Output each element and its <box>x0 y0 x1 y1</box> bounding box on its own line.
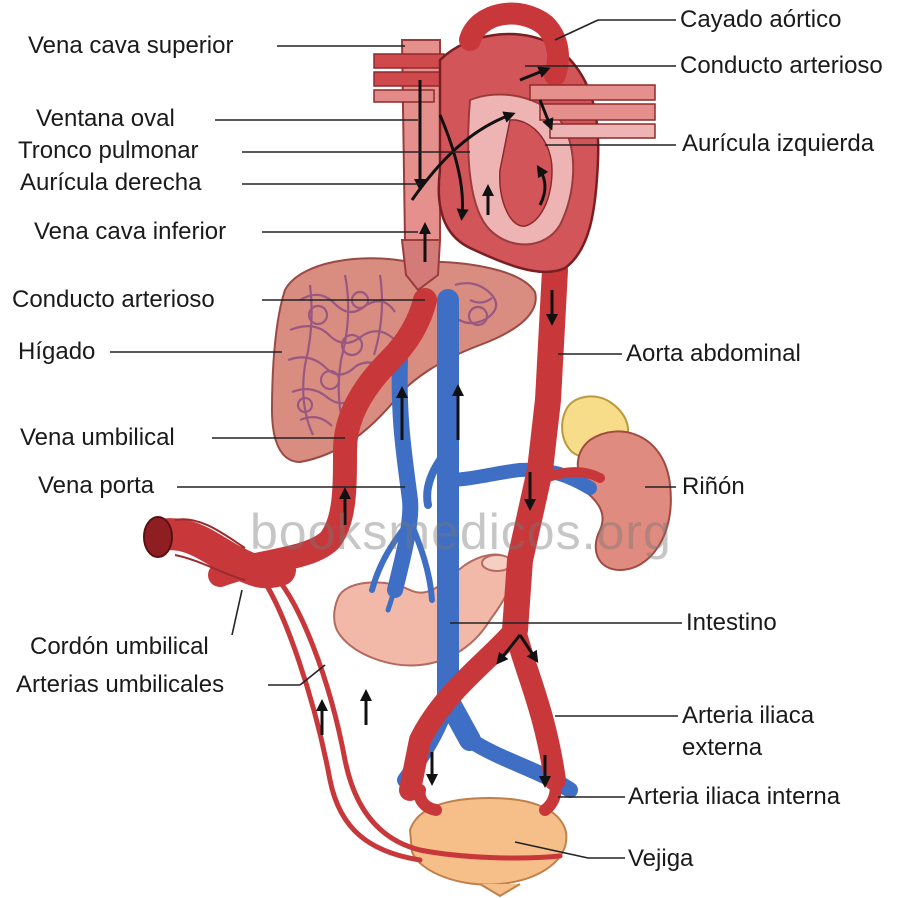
label-arterias-umbilicales: Arterias umbilicales <box>16 671 224 699</box>
label-tronco-pulmonar: Tronco pulmonar <box>18 137 199 165</box>
label-vena-umbilical: Vena umbilical <box>20 424 175 452</box>
label-cordon-umbilical: Cordón umbilical <box>30 633 209 661</box>
label-arteria-iliaca-externa-line1: Arteria iliaca <box>682 702 814 730</box>
label-conducto-arterioso-right: Conducto arterioso <box>680 52 883 80</box>
watermark: booksmedicos.org <box>250 503 672 561</box>
label-auricula-izquierda: Aurícula izquierda <box>682 130 874 158</box>
label-arteria-iliaca-externa-line2: externa <box>682 734 762 762</box>
label-vena-cava-superior: Vena cava superior <box>28 32 233 60</box>
pulmonary-vessels-left <box>374 54 444 102</box>
label-cayado-aortico: Cayado aórtico <box>680 6 841 34</box>
label-arteria-iliaca-interna: Arteria iliaca interna <box>628 783 840 811</box>
label-aorta-abdominal: Aorta abdominal <box>626 340 801 368</box>
label-intestino: Intestino <box>686 609 777 637</box>
label-higado: Hígado <box>18 338 95 366</box>
label-vejiga: Vejiga <box>628 845 693 873</box>
label-conducto-arterioso-left: Conducto arterioso <box>12 286 215 314</box>
label-ventana-oval: Ventana oval <box>36 105 175 133</box>
label-vena-cava-inferior: Vena cava inferior <box>34 218 226 246</box>
label-vena-porta: Vena porta <box>38 472 154 500</box>
label-auricula-derecha: Aurícula derecha <box>20 169 201 197</box>
label-rinon: Riñón <box>682 473 745 501</box>
